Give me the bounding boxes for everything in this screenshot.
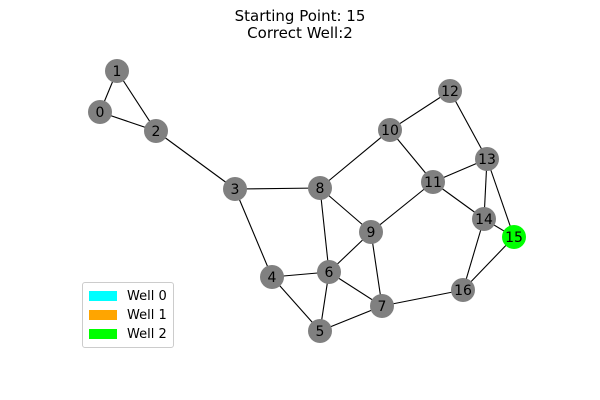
node-circle-16 bbox=[451, 278, 475, 302]
edge-14-16 bbox=[462, 218, 485, 291]
node-10: 10 bbox=[378, 118, 402, 142]
node-9: 9 bbox=[359, 220, 383, 244]
node-5: 5 bbox=[308, 319, 332, 343]
node-circle-15 bbox=[502, 225, 526, 249]
node-label-4: 4 bbox=[268, 270, 277, 286]
node-circle-1 bbox=[105, 59, 129, 83]
node-label-15: 15 bbox=[505, 230, 523, 246]
title-correct-well: Correct Well:2 bbox=[247, 24, 353, 42]
node-circle-13 bbox=[475, 147, 499, 171]
node-label-14: 14 bbox=[475, 212, 493, 228]
node-13: 13 bbox=[475, 147, 499, 171]
legend-label-well-0: Well 0 bbox=[127, 288, 167, 304]
node-circle-8 bbox=[308, 176, 332, 200]
node-12: 12 bbox=[438, 79, 462, 103]
node-circle-4 bbox=[260, 265, 284, 289]
legend-item-well-0: Well 0 bbox=[89, 288, 167, 304]
node-14: 14 bbox=[472, 207, 496, 231]
node-0: 0 bbox=[88, 100, 112, 124]
node-label-2: 2 bbox=[152, 124, 161, 140]
node-16: 16 bbox=[451, 278, 475, 302]
edge-3-4 bbox=[234, 188, 273, 278]
node-label-16: 16 bbox=[454, 283, 472, 299]
node-label-12: 12 bbox=[441, 84, 459, 100]
title-starting-point: Starting Point: 15 bbox=[234, 7, 366, 25]
legend-label-well-2: Well 2 bbox=[127, 326, 167, 342]
node-circle-12 bbox=[438, 79, 462, 103]
edge-9-11 bbox=[370, 181, 434, 233]
legend-swatch-well-1 bbox=[89, 310, 117, 320]
node-circle-2 bbox=[144, 119, 168, 143]
node-3: 3 bbox=[223, 177, 247, 201]
node-circle-11 bbox=[421, 170, 445, 194]
node-6: 6 bbox=[317, 260, 341, 284]
node-2: 2 bbox=[144, 119, 168, 143]
node-label-8: 8 bbox=[316, 181, 325, 197]
node-label-3: 3 bbox=[231, 182, 240, 198]
node-15: 15 bbox=[502, 225, 526, 249]
node-11: 11 bbox=[421, 170, 445, 194]
node-label-13: 13 bbox=[478, 152, 496, 168]
node-circle-6 bbox=[317, 260, 341, 284]
edge-13-15 bbox=[486, 158, 515, 238]
node-label-10: 10 bbox=[381, 123, 399, 139]
legend-swatch-well-0 bbox=[89, 291, 117, 301]
edge-6-8 bbox=[319, 187, 330, 273]
node-label-1: 1 bbox=[113, 64, 122, 80]
node-circle-7 bbox=[370, 294, 394, 318]
edge-15-16 bbox=[462, 236, 515, 291]
node-label-6: 6 bbox=[325, 265, 334, 281]
node-circle-0 bbox=[88, 100, 112, 124]
edge-4-5 bbox=[271, 276, 321, 332]
node-label-9: 9 bbox=[367, 225, 376, 241]
edge-12-13 bbox=[449, 90, 488, 160]
legend-swatch-well-2 bbox=[89, 329, 117, 339]
edge-7-9 bbox=[370, 231, 383, 307]
node-label-7: 7 bbox=[378, 299, 387, 315]
legend: Well 0 Well 1 Well 2 bbox=[82, 282, 174, 348]
edge-2-3 bbox=[155, 130, 236, 190]
edge-8-10 bbox=[319, 129, 391, 189]
edge-7-16 bbox=[381, 289, 464, 307]
node-4: 4 bbox=[260, 265, 284, 289]
node-circle-3 bbox=[223, 177, 247, 201]
node-label-11: 11 bbox=[424, 175, 442, 191]
node-circle-10 bbox=[378, 118, 402, 142]
legend-item-well-1: Well 1 bbox=[89, 307, 167, 323]
legend-label-well-1: Well 1 bbox=[127, 307, 167, 323]
node-circle-14 bbox=[472, 207, 496, 231]
node-label-0: 0 bbox=[96, 105, 105, 121]
legend-item-well-2: Well 2 bbox=[89, 326, 167, 342]
node-7: 7 bbox=[370, 294, 394, 318]
node-label-5: 5 bbox=[316, 324, 325, 340]
node-8: 8 bbox=[308, 176, 332, 200]
node-circle-9 bbox=[359, 220, 383, 244]
node-circle-5 bbox=[308, 319, 332, 343]
edge-3-8 bbox=[234, 187, 321, 190]
node-1: 1 bbox=[105, 59, 129, 83]
